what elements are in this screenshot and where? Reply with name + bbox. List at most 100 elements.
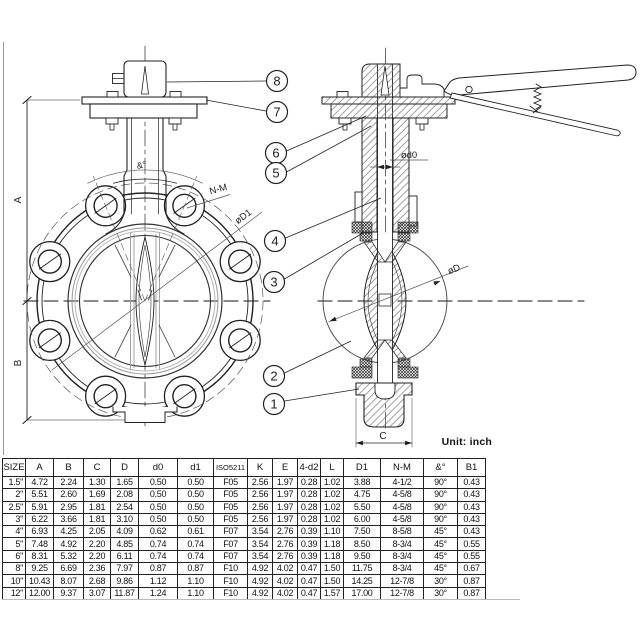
table-cell: 0.39 — [297, 525, 321, 539]
table-cell: 1.02 — [320, 512, 344, 527]
table-cell: 9.37 — [53, 586, 84, 600]
table-cell: 4.92 — [247, 586, 273, 600]
dim-a-label: A — [13, 196, 24, 203]
handle-lever — [443, 64, 637, 96]
stem-dia-label: ød0 — [401, 150, 417, 161]
table-cell: 45° — [423, 537, 458, 551]
table-cell: 1.97 — [272, 512, 298, 527]
balloon-1 — [262, 392, 286, 416]
column-header: d1 — [177, 458, 214, 477]
table-cell: 4-5/8 — [380, 512, 424, 527]
table-cell: 11.87 — [110, 586, 139, 600]
table-cell: 1.10 — [320, 525, 344, 539]
table-cell: F10 — [213, 574, 248, 588]
table-cell: F10 — [213, 586, 248, 600]
table-cell: 4.92 — [247, 562, 273, 576]
table-cell: 10" — [2, 574, 26, 588]
table-cell: 0.50 — [138, 488, 178, 502]
table-cell: 1.97 — [272, 475, 298, 490]
column-header: 4-d2 — [297, 458, 321, 477]
column-header: N-M — [380, 458, 424, 477]
table-cell: 2.20 — [83, 549, 111, 564]
table-cell: 0.28 — [297, 512, 321, 527]
table-cell: 9.25 — [25, 562, 54, 576]
table-cell: 1.10 — [177, 586, 214, 600]
balloon-4 — [263, 229, 287, 253]
top-flange-front — [81, 91, 208, 131]
table-cell: 6.69 — [53, 562, 84, 576]
table-cell: 0.87 — [457, 586, 486, 600]
balloon-2 — [262, 364, 286, 388]
table-cell: F07 — [213, 537, 248, 551]
table-cell: F07 — [213, 549, 248, 564]
table-cell: 5.50 — [343, 500, 381, 514]
table-cell: 4-5/8 — [380, 488, 424, 502]
handle-pivot — [465, 85, 473, 94]
dim-c-label: C — [379, 431, 386, 442]
column-header: L — [320, 458, 344, 477]
bonnet-flares — [363, 241, 407, 359]
balloon-4-number: 4 — [271, 234, 278, 249]
table-cell: 3.10 — [110, 512, 139, 527]
table-cell: 10.43 — [25, 574, 54, 588]
bolt-pattern-label: N-M — [208, 182, 228, 197]
stem-cap-front — [112, 60, 167, 98]
table-cell: 2.24 — [53, 475, 84, 490]
handle-bracket — [399, 74, 445, 98]
table-cell: 3.54 — [247, 549, 273, 564]
table-cell: 1.57 — [320, 586, 344, 600]
column-header: D1 — [343, 458, 381, 477]
table-cell: 0.43 — [457, 525, 486, 539]
table-cell: 0.50 — [177, 475, 214, 490]
bottom-foot — [112, 406, 178, 423]
balloon-6-number: 6 — [272, 146, 279, 161]
valve-drawing: &° A B — [3, 42, 637, 455]
table-cell: 11.75 — [343, 562, 381, 576]
table-cell: 8.07 — [53, 574, 84, 588]
table-cell: 0.61 — [177, 525, 214, 539]
table-cell: 8.50 — [343, 537, 381, 551]
stem-bore — [377, 234, 393, 396]
d0-arrow-left — [377, 164, 384, 170]
table-cell: 9.50 — [343, 549, 381, 564]
table-cell: F10 — [213, 562, 248, 576]
table-cell: 2.68 — [83, 574, 111, 588]
d1-diagonal — [51, 211, 263, 371]
table-cell: 1.02 — [320, 500, 344, 514]
angle-label: &° — [136, 159, 148, 171]
table-cell: 0.67 — [457, 562, 486, 576]
column-header: ISO5211 — [213, 458, 248, 477]
stem-cap-side — [361, 63, 401, 98]
table-cell: 90° — [423, 475, 458, 490]
table-cell: 4.02 — [272, 562, 298, 576]
table-cell: 1.97 — [272, 488, 298, 502]
d0-dimension — [369, 159, 429, 168]
table-cell: 4-5/8 — [380, 500, 424, 514]
c-arrow-right — [405, 440, 412, 446]
table-cell: F05 — [213, 512, 248, 527]
table-cell: 7.48 — [25, 537, 54, 551]
table-cell: 0.87 — [138, 562, 178, 576]
table-cell: 0.55 — [457, 549, 486, 564]
c-arrow-left — [356, 440, 363, 446]
table-cell: 5.91 — [25, 500, 54, 514]
table-cell: 12.00 — [25, 586, 54, 600]
table-cell: 0.74 — [138, 537, 178, 551]
balloon-2-number: 2 — [270, 369, 277, 384]
table-cell: 1.50 — [320, 562, 344, 576]
table-cell: F07 — [213, 525, 248, 539]
table-cell: 3.54 — [247, 525, 273, 539]
table-cell: 0.87 — [457, 574, 486, 588]
table-cell: 0.43 — [457, 488, 486, 502]
table-cell: 0.50 — [177, 512, 214, 527]
table-cell: 4.25 — [53, 525, 84, 539]
table-cell: 0.74 — [177, 549, 214, 564]
table-cell: 12-7/8 — [380, 586, 424, 600]
table-cell: 4.85 — [110, 537, 139, 551]
